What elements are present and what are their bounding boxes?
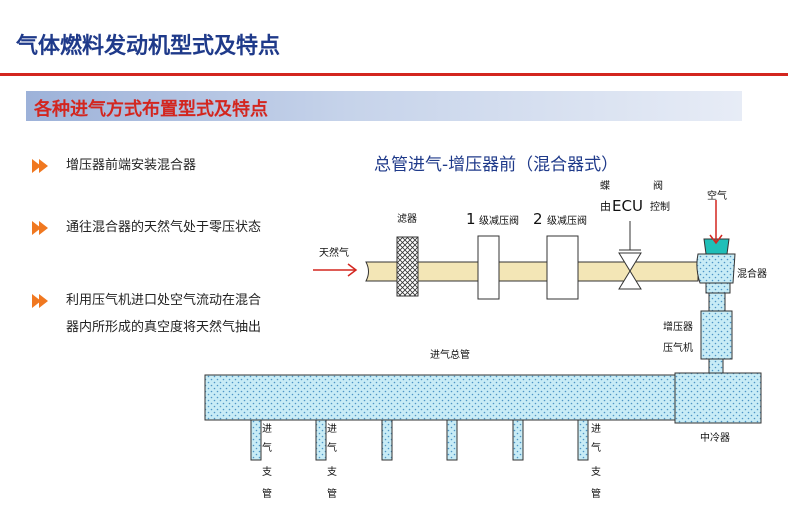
- label-branch-char: 管: [591, 487, 601, 500]
- stage1-reducer: [477, 235, 500, 300]
- label-intake-manifold: 进气总管: [430, 348, 470, 361]
- label-throttle-char2: 阀: [653, 179, 663, 192]
- label-branch-char: 进: [327, 423, 337, 435]
- label-air: 空气: [707, 189, 727, 202]
- label-natural-gas: 天然气: [319, 246, 349, 259]
- label-branch-char: 气: [262, 441, 272, 454]
- label-branch-char: 管: [262, 487, 272, 500]
- label-compressor-line2: 压气机: [663, 341, 693, 354]
- label-mixer: 混合器: [737, 267, 767, 280]
- label-branch-char: 支: [591, 466, 601, 478]
- label-reducer1-number: 1: [466, 210, 476, 228]
- bullet-item: 增压器前端安装混合器: [32, 152, 262, 179]
- mixer: [696, 238, 736, 294]
- bullet-arrow-icon: [32, 221, 48, 235]
- air-arrow-icon: [709, 200, 723, 245]
- label-branch-char: 进: [262, 423, 272, 435]
- section-header-bar: 各种进气方式布置型式及特点: [26, 91, 742, 121]
- stage2-reducer: [546, 235, 579, 300]
- bullet-text: 利用压气机进口处空气流动在混合器内所形成的真空度将天然气抽出: [66, 293, 262, 335]
- gas-pipe: [365, 261, 699, 282]
- label-reducer1: 级减压阀: [479, 214, 519, 227]
- branch-pipe: [381, 419, 393, 461]
- branch-label-group: 进 气 支 管: [591, 423, 601, 500]
- bullet-text: 通往混合器的天然气处于零压状态: [66, 220, 262, 235]
- bullet-arrow-icon: [32, 294, 48, 308]
- bullet-text: 增压器前端安装混合器: [66, 158, 197, 173]
- label-ecu-suffix: 控制: [650, 200, 670, 213]
- section-title: 各种进气方式布置型式及特点: [34, 99, 268, 120]
- page-title: 气体燃料发动机型式及特点: [16, 34, 281, 59]
- bullet-item: 通往混合器的天然气处于零压状态: [32, 214, 262, 241]
- title-divider: [0, 73, 788, 76]
- branch-pipe: [250, 419, 262, 461]
- label-reducer2-number: 2: [533, 210, 543, 228]
- branch-pipe: [577, 419, 589, 461]
- label-branch-char: 支: [262, 466, 272, 478]
- branch-pipe: [512, 419, 524, 461]
- label-ecu: ECU: [612, 197, 643, 215]
- compressor: [700, 310, 733, 360]
- branch-label-group: 进 气 支 管: [327, 423, 337, 500]
- bullet-item: 利用压气机进口处空气流动在混合器内所形成的真空度将天然气抽出: [32, 287, 262, 341]
- intake-manifold: [204, 374, 677, 421]
- branch-label-group: 进 气 支 管: [262, 423, 272, 500]
- label-branch-char: 管: [327, 487, 337, 500]
- label-intercooler: 中冷器: [700, 431, 730, 444]
- label-filter: 滤器: [397, 212, 417, 225]
- label-branch-char: 气: [591, 441, 601, 454]
- intercooler: [674, 372, 762, 424]
- label-branch-char: 气: [327, 441, 337, 454]
- compressor-connector: [708, 292, 726, 312]
- label-ecu-prefix: 由: [600, 199, 611, 213]
- branch-pipe: [315, 419, 327, 461]
- branch-pipe: [446, 419, 458, 461]
- label-compressor-line1: 增压器: [663, 320, 693, 333]
- natural-gas-arrow-icon: [313, 263, 358, 277]
- compressor-outlet: [708, 358, 724, 375]
- label-reducer2: 级减压阀: [547, 214, 587, 227]
- label-branch-char: 进: [591, 423, 601, 435]
- bullet-arrow-icon: [32, 159, 48, 173]
- butterfly-valve-icon: [618, 221, 642, 290]
- diagram-title: 总管进气-增压器前（混合器式）: [374, 155, 619, 175]
- label-branch-char: 支: [327, 466, 337, 478]
- label-throttle-char1: 蝶: [600, 179, 610, 192]
- filter: [396, 236, 419, 297]
